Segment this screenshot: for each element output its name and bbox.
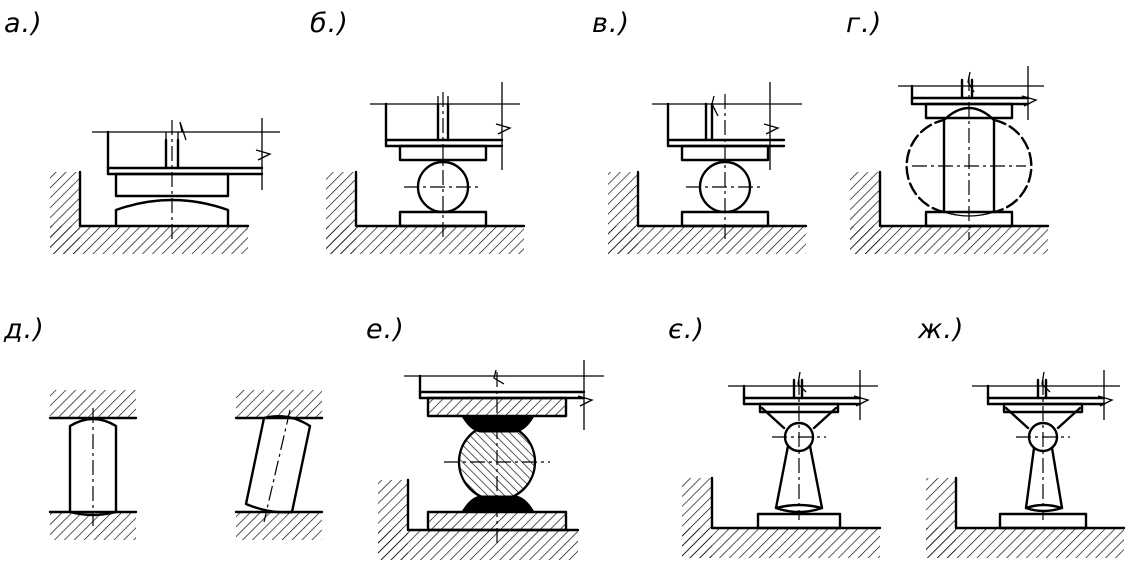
label-a: а.)	[4, 8, 43, 39]
figure-ye-pendulum-bearing	[682, 370, 882, 558]
label-ye: є.)	[668, 314, 705, 345]
label-d: д.)	[4, 314, 45, 345]
label-g: г.)	[846, 8, 883, 39]
figure-a-segment-bearing	[50, 118, 280, 254]
label-b: б.)	[310, 8, 349, 39]
figure-zh-pendulum-bearing	[926, 370, 1126, 558]
label-zh: ж.)	[918, 314, 965, 345]
figure-b-roller-bearing	[326, 82, 526, 254]
figure-g-cut-roller-bearing	[850, 66, 1050, 254]
figure-e-roller-with-cushions	[378, 360, 604, 560]
label-e: е.)	[366, 314, 405, 345]
label-v: в.)	[592, 8, 631, 39]
figure-v-roller-bearing	[608, 82, 808, 254]
figure-d-rocking-column	[48, 390, 324, 540]
